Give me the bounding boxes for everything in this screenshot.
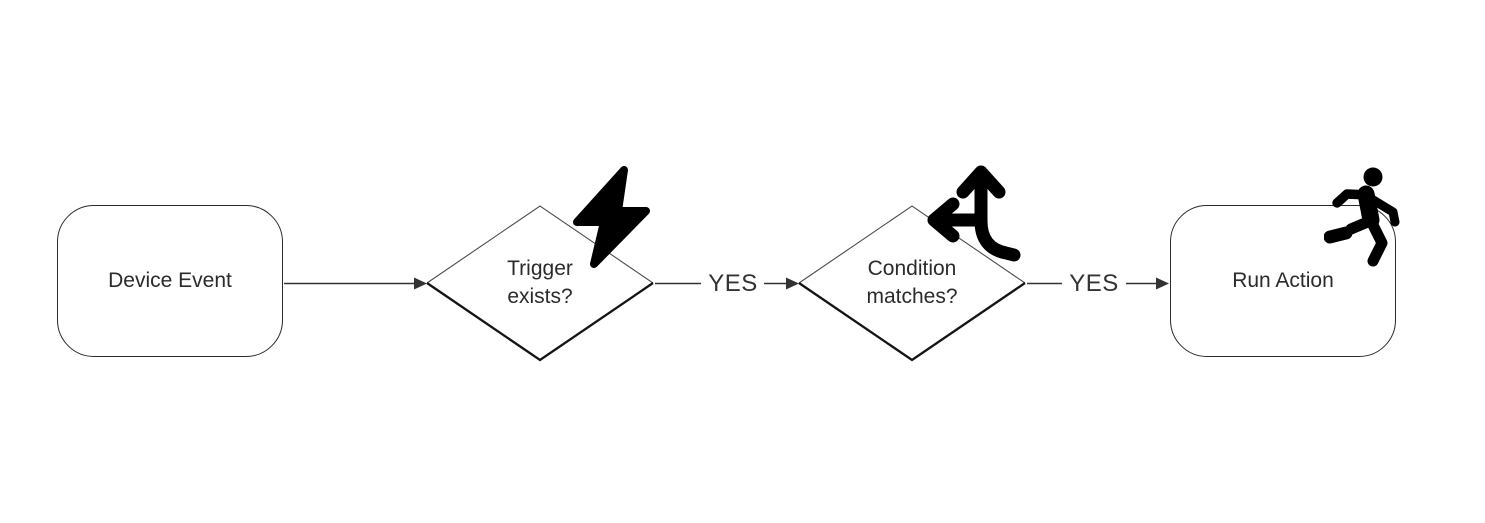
lightning-bolt-icon [573, 166, 650, 268]
node-condition-matches-label: Condition matches? [866, 257, 958, 308]
node-condition-matches: Condition matches? [797, 204, 1027, 362]
diamond-shape [798, 205, 1026, 362]
edge-label-yes-1: YES [708, 270, 758, 297]
directions-split-icon [927, 165, 1021, 262]
node-run-action-label: Run Action [1232, 269, 1334, 292]
node-device-event-label: Device Event [108, 269, 232, 292]
person-running-icon [1324, 167, 1400, 267]
node-trigger-exists-label: Trigger exists? [507, 257, 573, 308]
edge-label-yes-2: YES [1069, 270, 1119, 297]
node-device-event: Device Event [57, 205, 283, 357]
